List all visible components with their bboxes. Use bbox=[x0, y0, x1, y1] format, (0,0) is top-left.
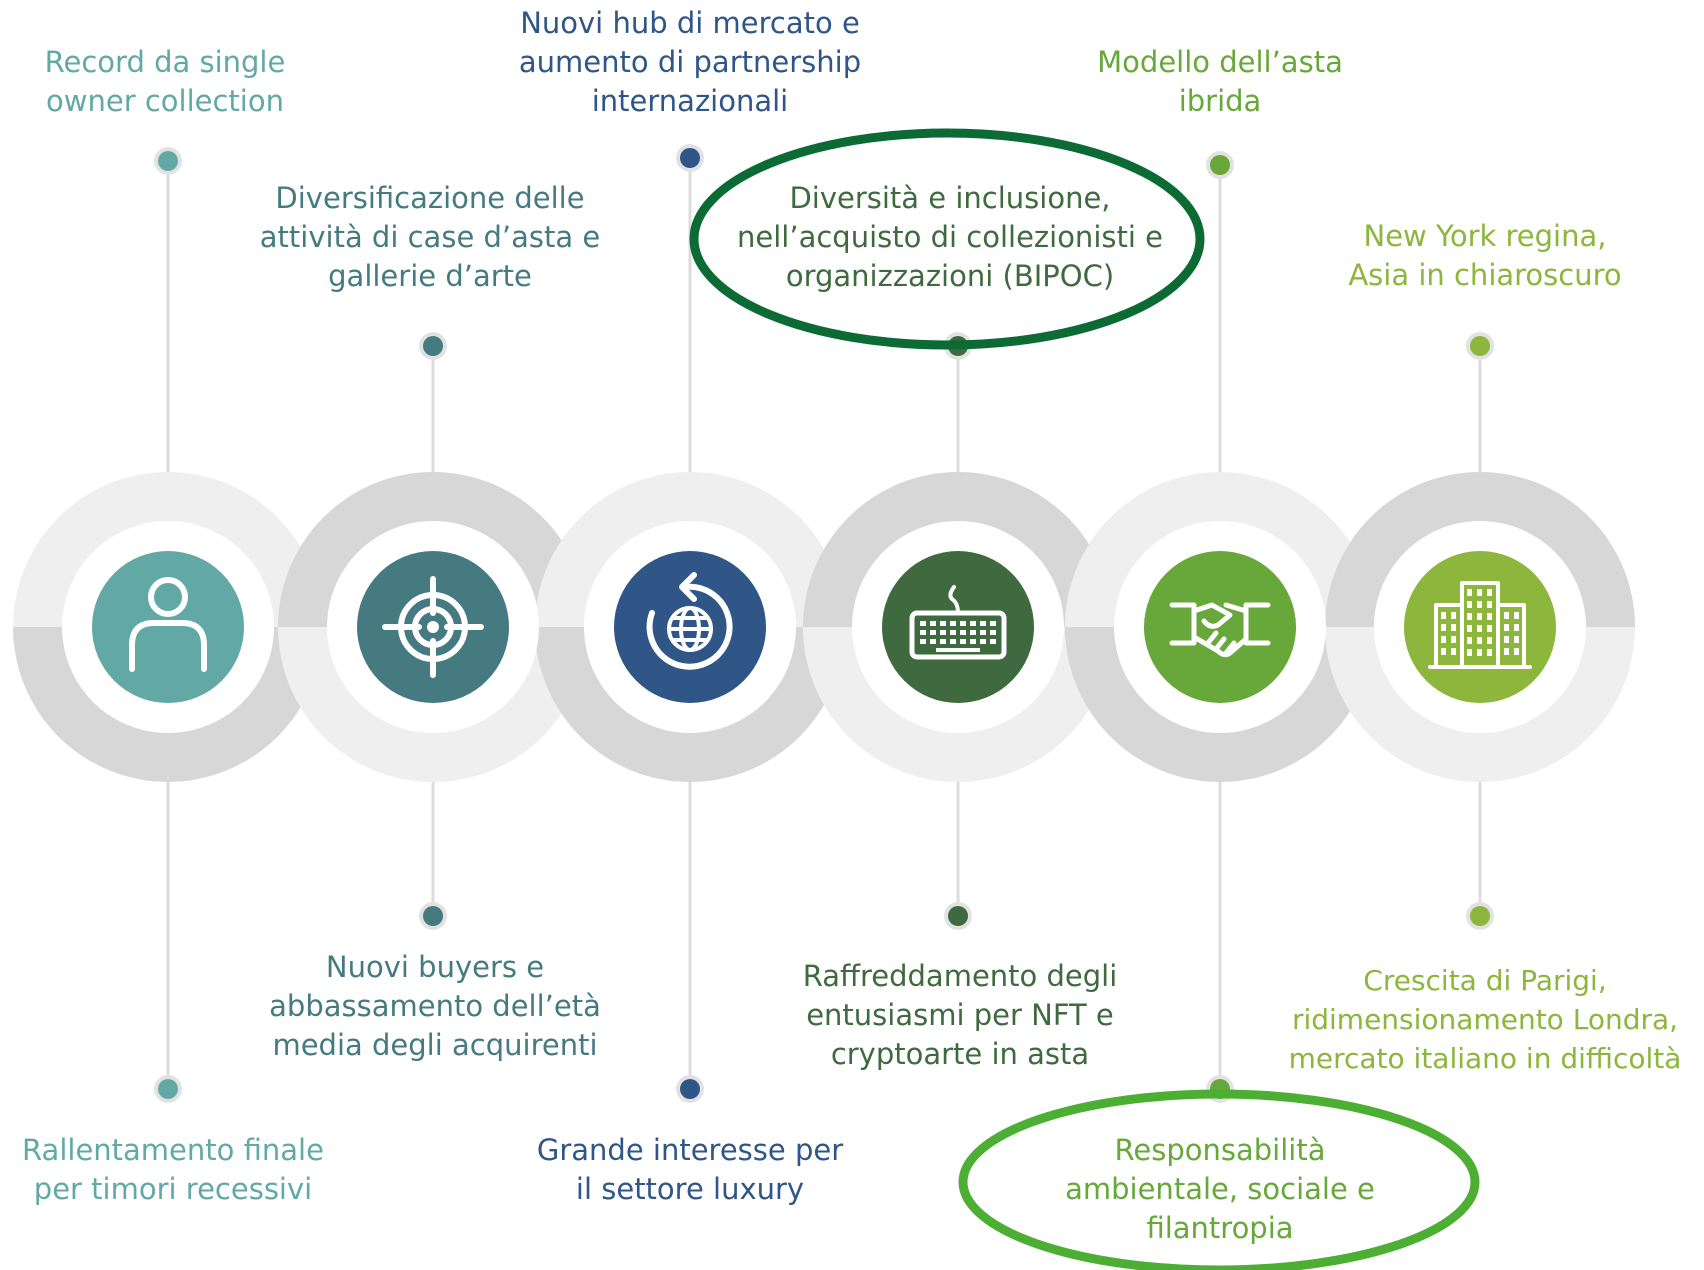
node-5-bottom-label: Responsabilità ambientale, sociale e fil… bbox=[1045, 1131, 1395, 1248]
node-5-bottom-line-2: ambientale, sociale e bbox=[1065, 1172, 1375, 1206]
top-connector-dot-2 bbox=[423, 336, 443, 356]
node-2-top-line-2: attività di case d’asta e bbox=[259, 220, 601, 254]
node-6-top-line-1: New York regina, bbox=[1363, 219, 1607, 253]
top-connector-dot-5 bbox=[1210, 155, 1230, 175]
top-connector-dot-1 bbox=[158, 151, 178, 171]
node-2-bottom-line-2: abbassamento dell’età bbox=[269, 989, 601, 1023]
node-3-bottom-line-2: il settore luxury bbox=[575, 1172, 805, 1206]
icon-circle-5 bbox=[1144, 551, 1296, 703]
node-4-top-line-1: Diversità e inclusione, bbox=[789, 181, 1111, 215]
connector-lines bbox=[166, 158, 1482, 1089]
node-3-top-line-1: Nuovi hub di mercato e bbox=[520, 6, 860, 40]
top-connector-dot-6 bbox=[1470, 336, 1490, 356]
node-6-bottom-line-1: Crescita di Parigi, bbox=[1363, 964, 1607, 997]
node-2-bottom-line-3: media degli acquirenti bbox=[272, 1028, 598, 1062]
icon-circles bbox=[92, 551, 1556, 703]
node-1-top-line-2: owner collection bbox=[46, 84, 284, 118]
node-1-bottom-label: Rallentamento finale per timori recessiv… bbox=[13, 1131, 333, 1209]
node-2-bottom-line-1: Nuovi buyers e bbox=[325, 950, 545, 984]
bottom-connector-dot-3 bbox=[680, 1079, 700, 1099]
node-5-top-label: Modello dell’asta ibrida bbox=[1075, 43, 1365, 121]
node-1-bottom-line-1: Rallentamento finale bbox=[22, 1133, 324, 1167]
node-3-top-label: Nuovi hub di mercato e aumento di partne… bbox=[500, 4, 880, 121]
ring-chain bbox=[13, 472, 1635, 782]
highlight-oval-2 bbox=[958, 1089, 1480, 1270]
node-4-top-label: Diversità e inclusione, nell’acquisto di… bbox=[715, 179, 1185, 296]
bottom-connector-dot-2 bbox=[423, 906, 443, 926]
person-icon bbox=[92, 551, 244, 703]
bottom-connector-dot-6 bbox=[1470, 906, 1490, 926]
node-4-top-line-2: nell’acquisto di collezionisti e bbox=[737, 220, 1163, 254]
bottom-connector-dot-1 bbox=[158, 1079, 178, 1099]
globe-refresh-icon bbox=[614, 551, 766, 703]
node-6-top-line-2: Asia in chiaroscuro bbox=[1348, 258, 1622, 292]
node-6-bottom-line-2: ridimensionamento Londra, bbox=[1291, 1003, 1679, 1036]
node-1-top-line-1: Record da single bbox=[44, 45, 286, 79]
node-3-bottom-line-1: Grande interesse per bbox=[536, 1133, 844, 1167]
node-5-bottom-line-1: Responsabilità bbox=[1114, 1133, 1326, 1167]
node-4-bottom-line-3: cryptoarte in asta bbox=[830, 1037, 1090, 1071]
keyboard-icon bbox=[882, 551, 1034, 703]
node-4-bottom-line-1: Raffreddamento degli bbox=[802, 959, 1118, 993]
node-6-bottom-line-3: mercato italiano in difficoltà bbox=[1288, 1042, 1682, 1075]
node-1-bottom-line-2: per timori recessivi bbox=[33, 1172, 313, 1206]
node-3-top-line-2: aumento di partnership bbox=[518, 45, 862, 79]
node-5-bottom-line-3: filantropia bbox=[1146, 1211, 1294, 1245]
node-3-top-line-3: internazionali bbox=[591, 84, 789, 118]
buildings-icon bbox=[1404, 551, 1556, 703]
node-1-top-label: Record da single owner collection bbox=[20, 43, 310, 121]
node-4-bottom-line-2: entusiasmi per NFT e bbox=[806, 998, 1114, 1032]
node-2-top-line-3: gallerie d’arte bbox=[328, 259, 532, 293]
highlight-oval-1 bbox=[689, 128, 1205, 350]
node-2-top-line-1: Diversificazione delle bbox=[275, 181, 585, 215]
node-4-bottom-label: Raffreddamento degli entusiasmi per NFT … bbox=[775, 957, 1145, 1074]
top-connector-dot-3 bbox=[680, 148, 700, 168]
node-5-top-line-1: Modello dell’asta bbox=[1097, 45, 1343, 79]
node-3-bottom-label: Grande interesse per il settore luxury bbox=[525, 1131, 855, 1209]
node-4-top-line-3: organizzazioni (BIPOC) bbox=[785, 259, 1115, 293]
handshake-icon bbox=[1144, 551, 1296, 703]
node-6-bottom-label: Crescita di Parigi, ridimensionamento Lo… bbox=[1270, 961, 1700, 1078]
node-6-top-label: New York regina, Asia in chiaroscuro bbox=[1325, 217, 1645, 295]
icon-circle-4 bbox=[882, 551, 1034, 703]
node-5-top-line-2: ibrida bbox=[1178, 84, 1262, 118]
node-2-top-label: Diversificazione delle attività di case … bbox=[250, 179, 610, 296]
highlight-ovals bbox=[689, 128, 1480, 1270]
target-icon bbox=[357, 551, 509, 703]
node-2-bottom-label: Nuovi buyers e abbassamento dell’età med… bbox=[250, 948, 620, 1065]
bottom-connector-dot-4 bbox=[948, 906, 968, 926]
icon-circle-1 bbox=[92, 551, 244, 703]
